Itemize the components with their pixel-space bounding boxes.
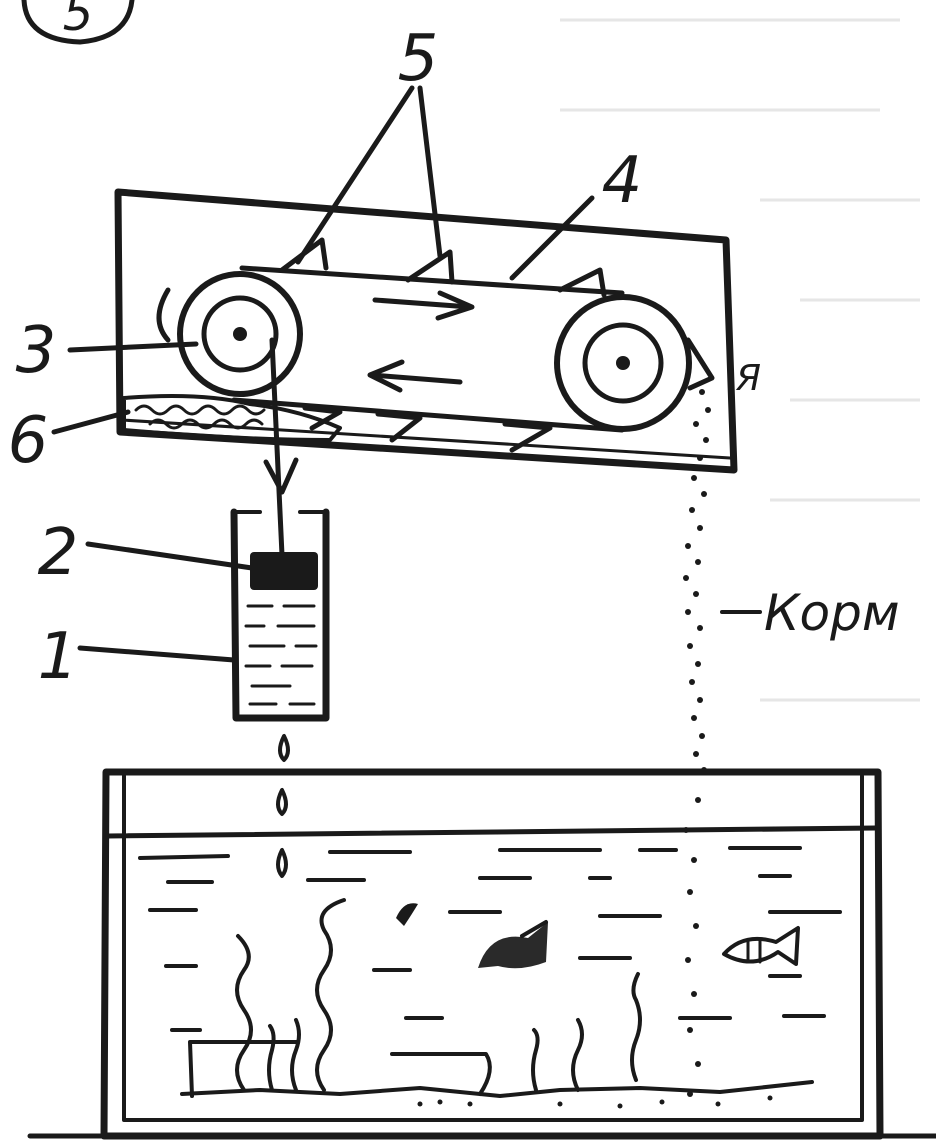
drum-right (554, 294, 692, 432)
belt-scrapers (156, 237, 715, 453)
label-4: 4 (602, 144, 643, 218)
label-2: 2 (38, 516, 79, 590)
drum-left (177, 271, 303, 397)
pull-rod (263, 337, 299, 558)
fish-small-icon (396, 903, 418, 926)
vessel-water (244, 604, 318, 706)
label-korm: Корм (764, 584, 900, 642)
label-ya: Я (735, 358, 761, 399)
figure-number-badge: 5 (21, 0, 135, 45)
trigger-material (122, 394, 342, 442)
figure-number: 5 (63, 0, 94, 42)
belt-arrow-left-icon (367, 359, 463, 393)
aquarium-plants (188, 898, 642, 1098)
water-drops (276, 734, 290, 878)
conveyor-housing (114, 188, 738, 474)
gravel-specks (417, 1095, 773, 1109)
leader-lines (51, 85, 762, 663)
aquarium (27, 768, 936, 1140)
aquarium-water (138, 846, 842, 1032)
drum-right-axle (616, 356, 630, 370)
aquarium-gravel (180, 1080, 814, 1098)
food-stream (683, 389, 711, 1097)
label-1: 1 (38, 620, 79, 694)
labels: 5 4 3 6 2 1 Я Корм (8, 22, 900, 694)
label-5: 5 (398, 22, 439, 96)
drum-left-axle (233, 327, 247, 341)
label-6: 6 (8, 404, 49, 478)
label-3: 3 (16, 314, 57, 388)
water-vessel (230, 508, 330, 722)
conveyor-belt (231, 265, 625, 433)
float (250, 552, 318, 590)
background-bleed (560, 18, 920, 702)
belt-arrow-right-icon (372, 290, 475, 321)
fish-striped-icon (722, 926, 800, 966)
fish-dark-icon (478, 920, 548, 969)
